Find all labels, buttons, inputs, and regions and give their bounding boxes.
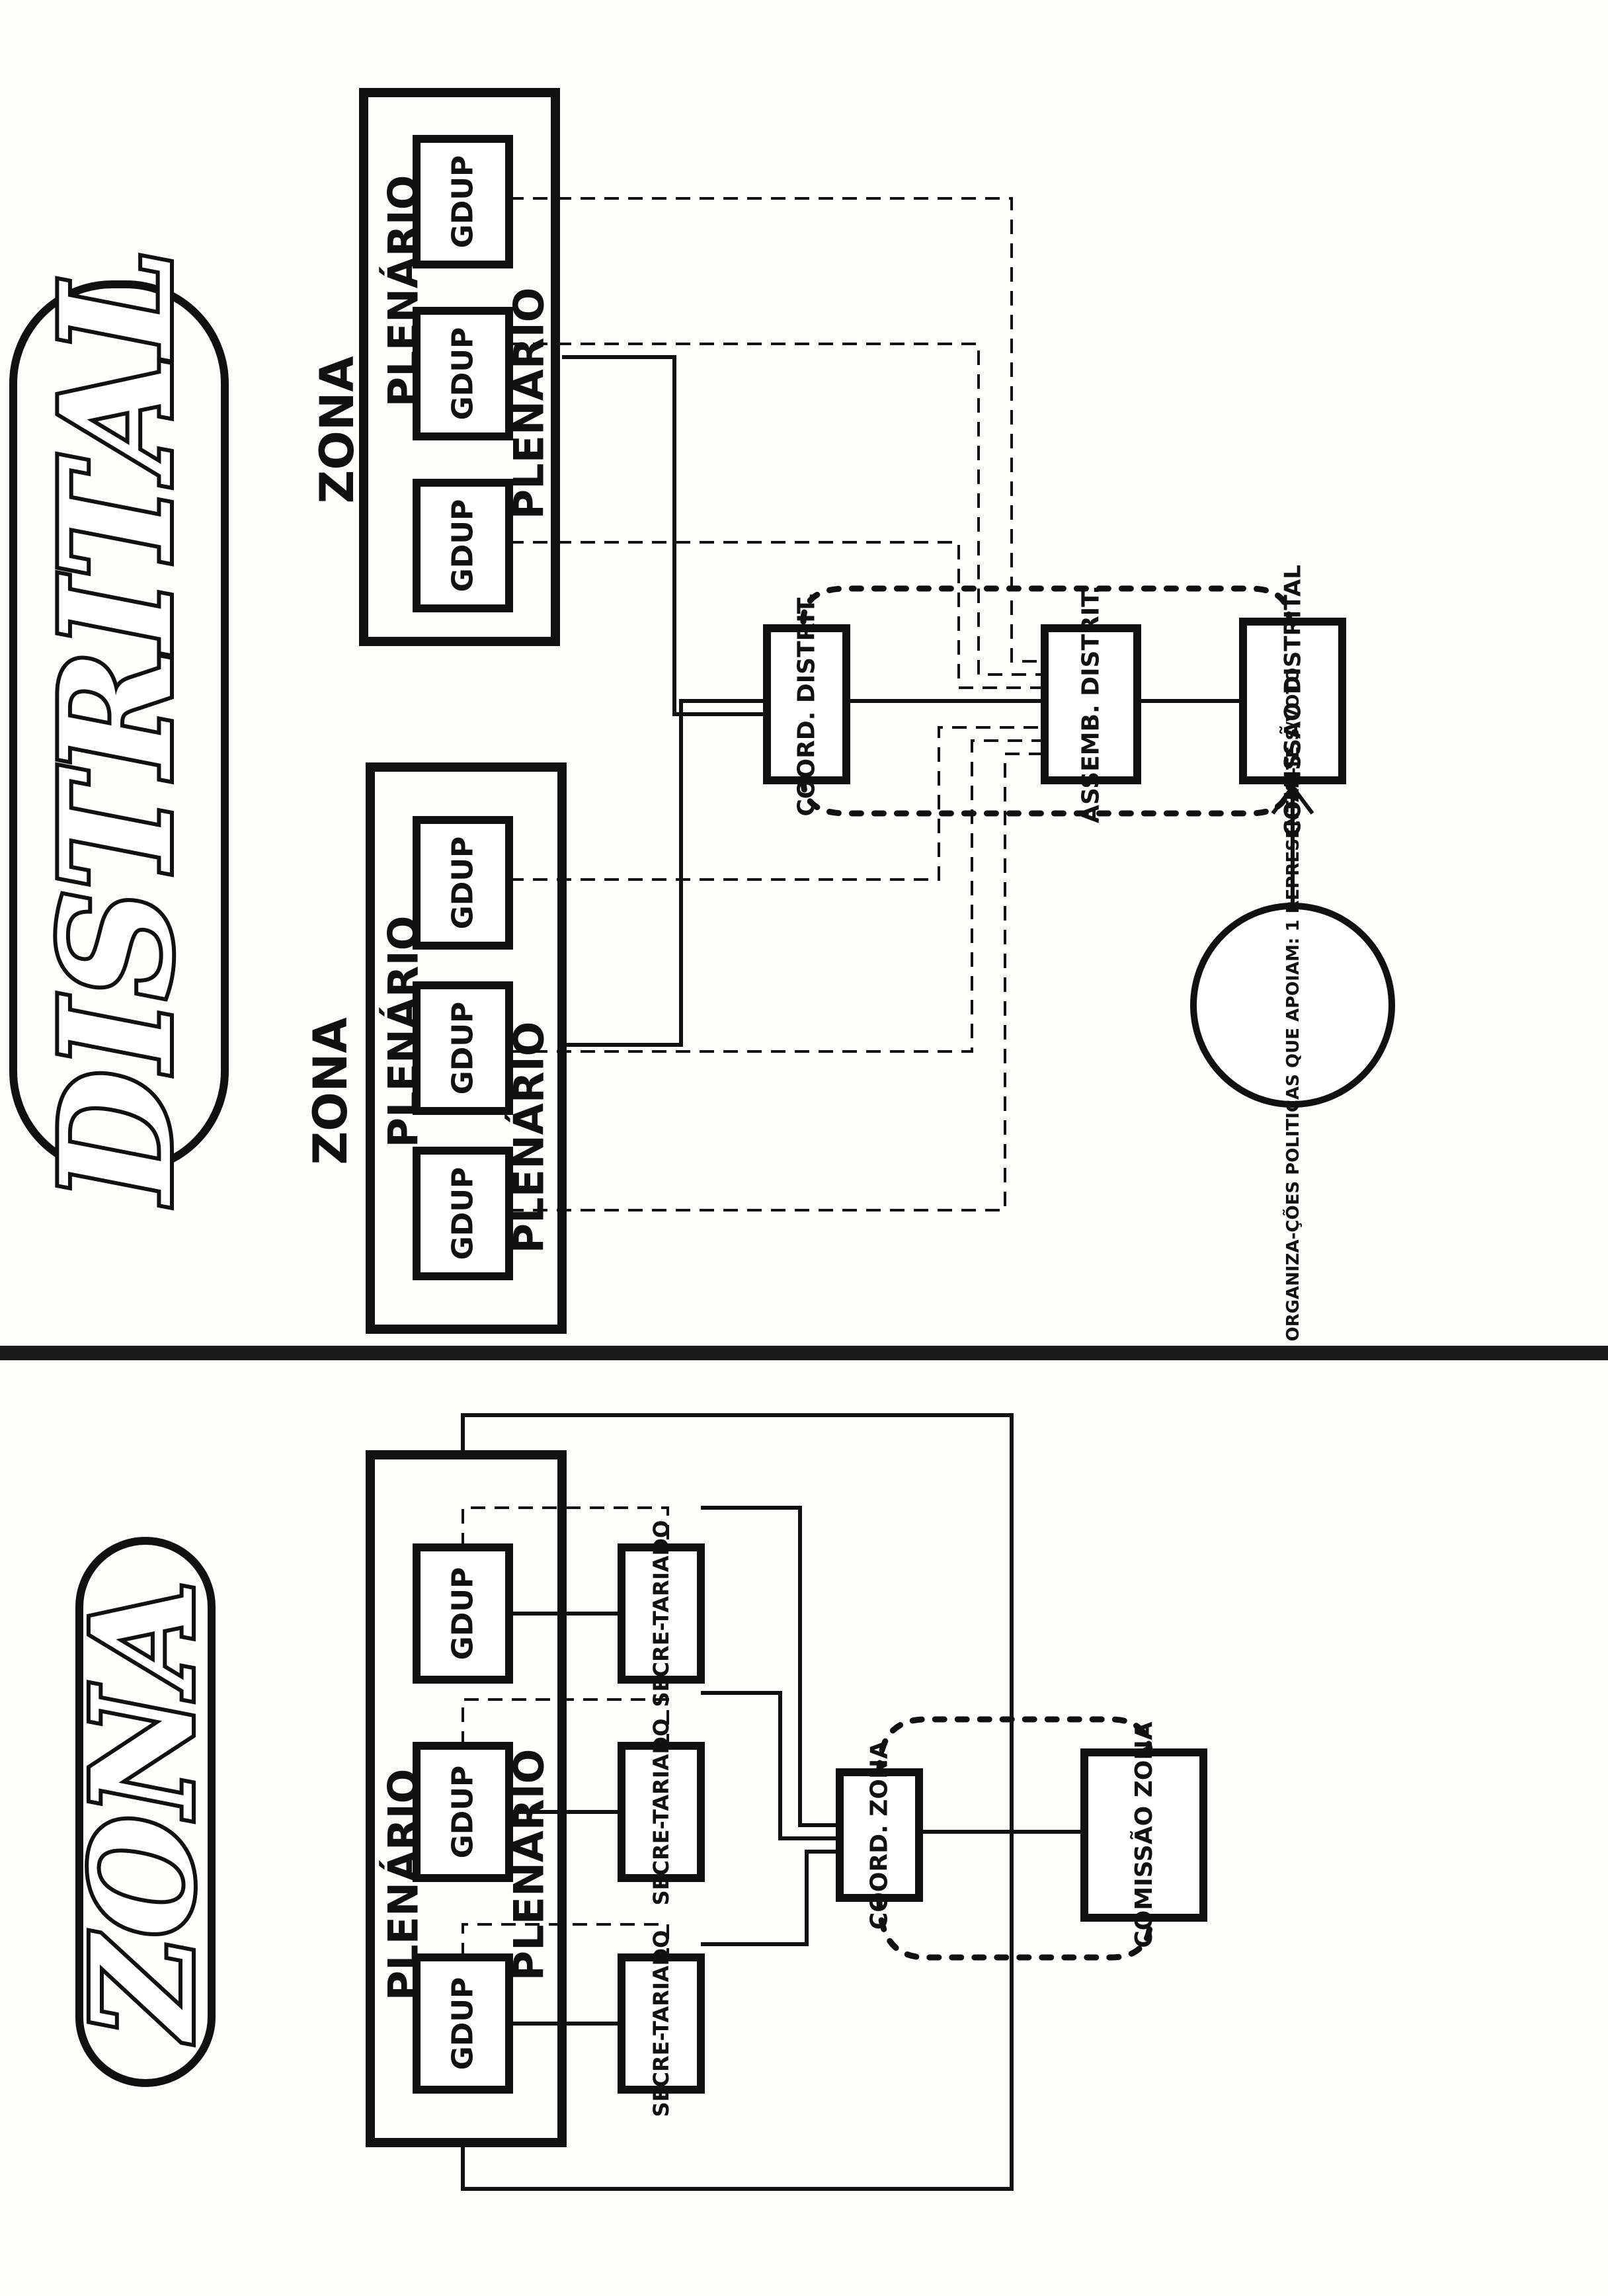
zona-plenario: PLENÁRIO PLENÁRIO GDUP GDUP GDUP	[366, 1450, 567, 2147]
svg-text:ZONA: ZONA	[61, 1581, 225, 2043]
distrital-zone-top: ZONA PLENÁRIO PLENÁRIO GDUP GDUP GDUP	[310, 88, 560, 646]
svg-text:SECRE-TARIADO: SECRE-TARIADO	[649, 1719, 674, 1906]
zona-dashed-links	[462, 1506, 669, 1957]
gdup-box: GDUP	[413, 1147, 513, 1280]
distrital-dashed-links	[509, 197, 1045, 1211]
comissao-distrital-box: COMISSÃO DISTRITAL	[1239, 565, 1346, 837]
svg-text:SECRE-TARIADO: SECRE-TARIADO	[649, 1520, 674, 1707]
title-distrital: DISTRITAL	[9, 245, 229, 1210]
svg-text:GDUP: GDUP	[446, 1766, 480, 1859]
svg-text:GDUP: GDUP	[446, 155, 480, 249]
section-divider	[0, 1346, 1608, 1360]
secretariado-box: SECRE-TARIADO	[618, 1930, 705, 2117]
gdup-box: GDUP	[413, 135, 513, 268]
svg-text:ORGANIZA-ÇÕES POLITICAS QUE AP: ORGANIZA-ÇÕES POLITICAS QUE APOIAM: 1 RE…	[1282, 668, 1303, 1342]
svg-text:GDUP: GDUP	[446, 1002, 480, 1095]
coord-zona-box: COORD. ZONA	[836, 1741, 923, 1930]
gdup-box: GDUP	[413, 1953, 513, 2094]
svg-text:COORD. ZONA: COORD. ZONA	[866, 1741, 893, 1930]
distrital-solid-links	[562, 355, 1243, 1047]
svg-text:GDUP: GDUP	[446, 1567, 480, 1660]
zona-solid-links	[509, 1506, 1084, 2026]
secretariado-box: SECRE-TARIADO	[618, 1520, 705, 1707]
svg-text:ASSEMB. DISTRIT.: ASSEMB. DISTRIT.	[1078, 585, 1105, 823]
gdup-box: GDUP	[413, 981, 513, 1115]
gdup-box: GDUP	[413, 1543, 513, 1684]
svg-text:DISTRITAL: DISTRITAL	[28, 249, 206, 1206]
svg-text:GDUP: GDUP	[446, 1167, 480, 1260]
svg-text:GDUP: GDUP	[446, 327, 480, 421]
svg-text:SECRE-TARIADO: SECRE-TARIADO	[649, 1930, 674, 2117]
svg-text:GDUP: GDUP	[446, 499, 480, 593]
comissao-zona-box: COMISSÃO ZONA	[1080, 1721, 1207, 1948]
gdup-box: GDUP	[413, 479, 513, 612]
svg-text:GDUP: GDUP	[446, 1977, 480, 2070]
distrital-zone-bottom: ZONA PLENÁRIO PLENÁRIO GDUP GDUP GDUP	[303, 762, 567, 1334]
assemb-distrit-box: ASSEMB. DISTRIT.	[1041, 585, 1141, 823]
zona-dotted-loops	[876, 1716, 1154, 1961]
gdup-box: GDUP	[413, 307, 513, 440]
gdup-box: GDUP	[413, 1742, 513, 1882]
svg-text:COMISSÃO ZONA: COMISSÃO ZONA	[1130, 1721, 1158, 1948]
svg-text:ZONA: ZONA	[303, 1017, 358, 1165]
secretariado-box: SECRE-TARIADO	[618, 1719, 705, 1906]
svg-text:ZONA: ZONA	[310, 356, 364, 503]
organizacoes-circle: ORGANIZA-ÇÕES POLITICAS QUE APOIAM: 1 RE…	[1190, 668, 1395, 1342]
gdup-box: GDUP	[413, 816, 513, 950]
svg-text:COORD. DISTRIT.: COORD. DISTRIT.	[793, 592, 821, 816]
title-zona: ZONA	[58, 1537, 229, 2087]
coord-distrit-box: COORD. DISTRIT.	[763, 592, 850, 817]
zona-outer-loop	[461, 1413, 1014, 2191]
svg-text:GDUP: GDUP	[446, 837, 480, 930]
